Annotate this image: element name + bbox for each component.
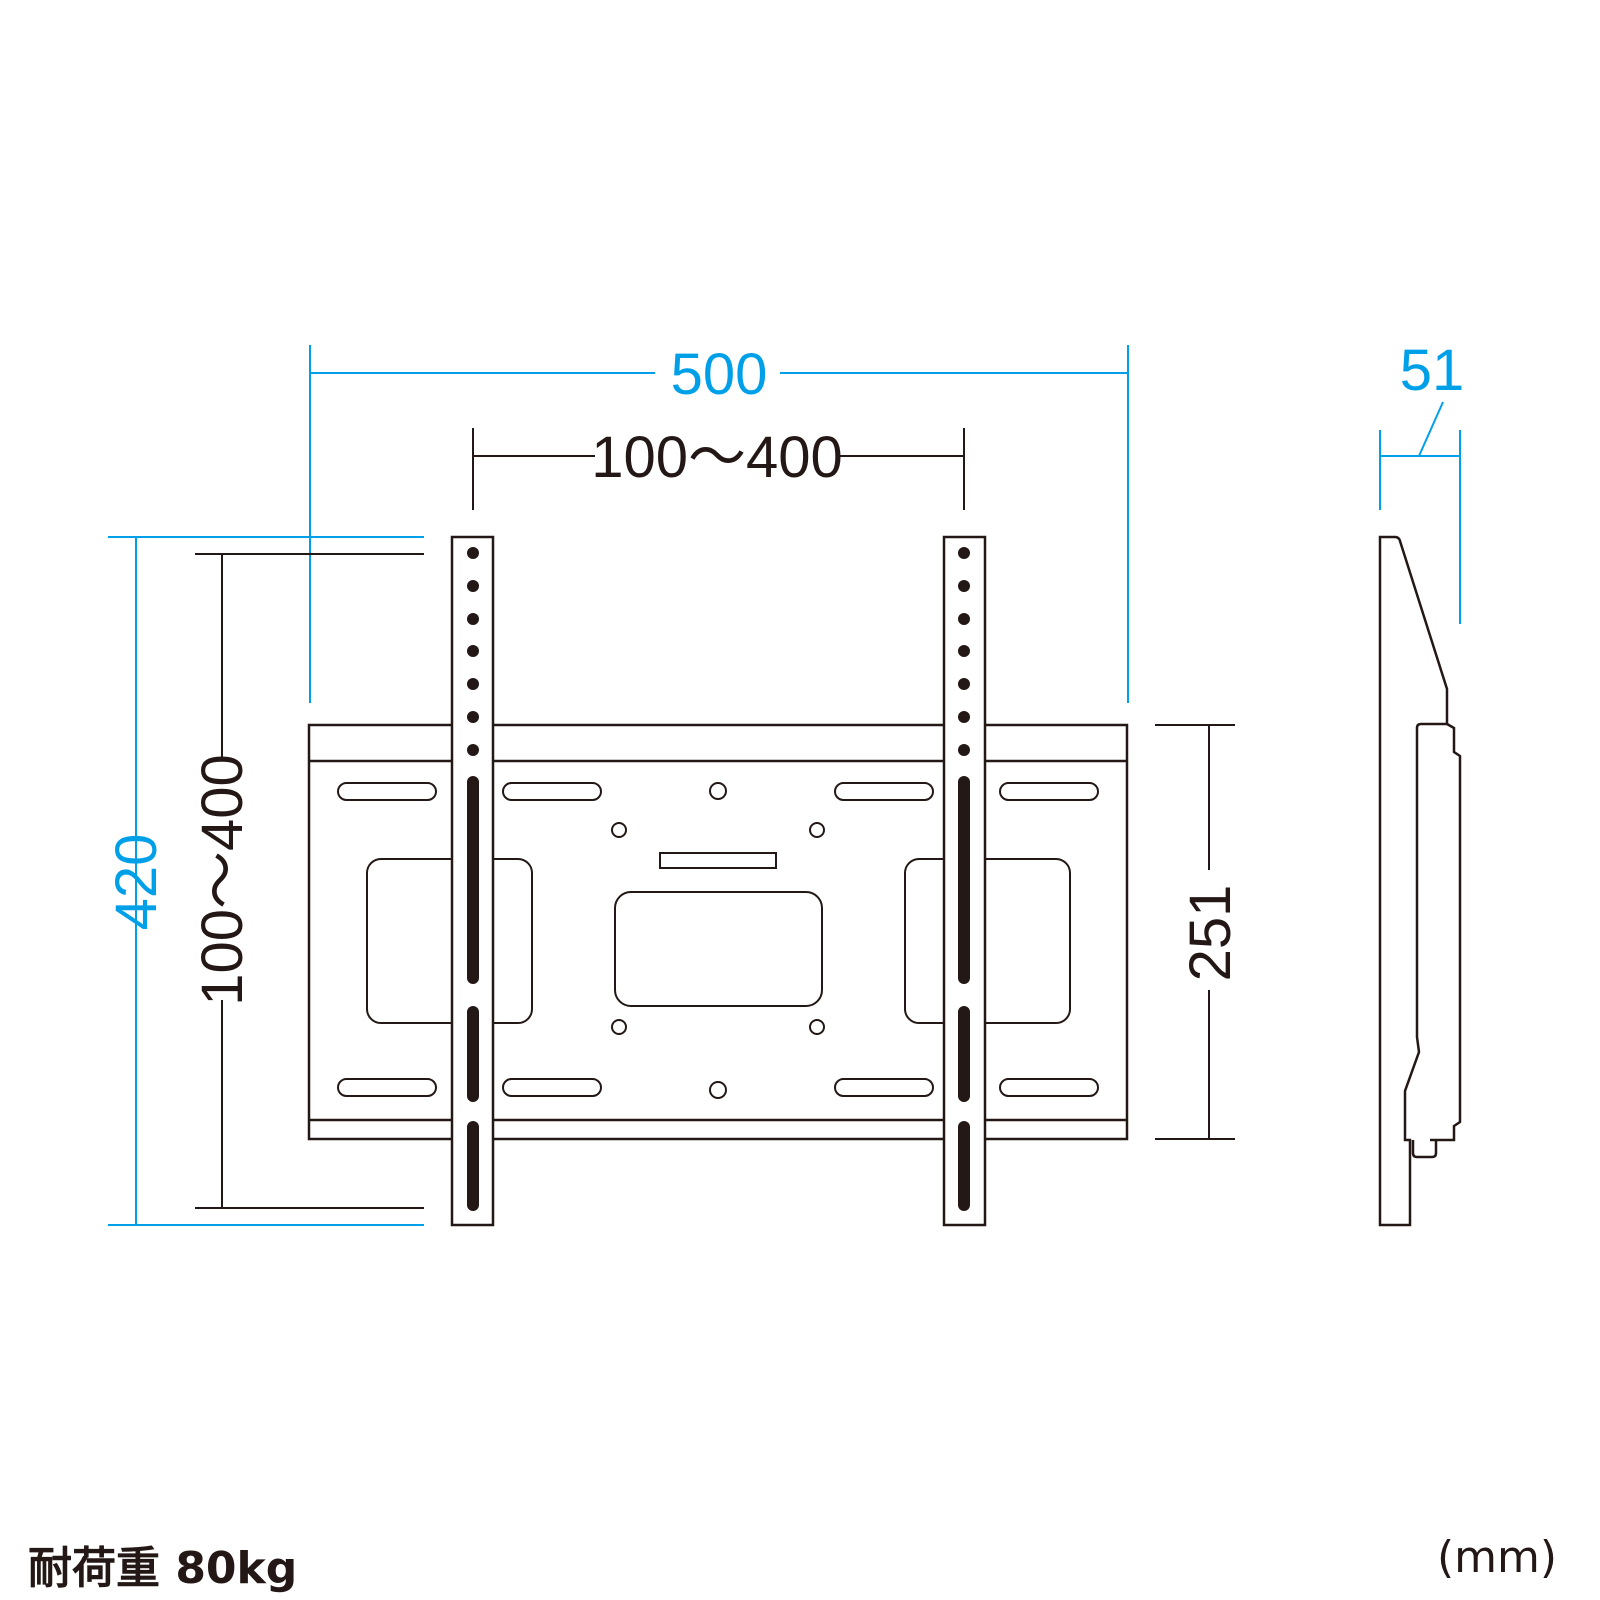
left-bracket-arm bbox=[450, 535, 495, 1227]
plate-slot bbox=[999, 782, 1099, 801]
overall-height-label: 420 bbox=[104, 834, 169, 931]
overall-height-dimension: 420 bbox=[104, 536, 424, 1226]
depth-label: 51 bbox=[1400, 338, 1465, 403]
plate-hole bbox=[709, 1081, 727, 1099]
plate-height-dimension: 251 bbox=[1155, 724, 1243, 1140]
center-cutout bbox=[614, 891, 823, 1007]
center-bar bbox=[659, 852, 777, 869]
vesa-horizontal-label: 100～400 bbox=[591, 425, 843, 490]
plate-slot bbox=[337, 782, 437, 801]
left-cutout bbox=[366, 858, 533, 1024]
plate-hole bbox=[611, 822, 627, 838]
load-capacity-label: 耐荷重 80kg bbox=[28, 1543, 298, 1594]
vesa-horizontal-dimension: 100～400 bbox=[472, 425, 965, 510]
unit-label: (mm) bbox=[1437, 1532, 1558, 1583]
plate-slot bbox=[502, 1078, 602, 1097]
vesa-vertical-dimension: 100～400 bbox=[190, 553, 424, 1209]
overall-width-dimension: 500 bbox=[309, 342, 1129, 703]
plate-height-label: 251 bbox=[1178, 885, 1243, 982]
plate-slot bbox=[502, 782, 602, 801]
plate-hole bbox=[709, 782, 727, 800]
plate-slot bbox=[834, 1078, 934, 1097]
plate-slot bbox=[834, 782, 934, 801]
depth-dimension: 51 bbox=[1379, 338, 1465, 624]
right-cutout bbox=[904, 858, 1071, 1024]
vesa-vertical-label: 100～400 bbox=[190, 754, 255, 1006]
wall-plate bbox=[307, 723, 1129, 1141]
right-bracket-arm bbox=[942, 535, 987, 1227]
plate-hole bbox=[611, 1019, 627, 1035]
side-view-profile bbox=[1378, 535, 1462, 1227]
plate-slot bbox=[337, 1078, 437, 1097]
plate-hole bbox=[809, 822, 825, 838]
plate-slot bbox=[999, 1078, 1099, 1097]
plate-hole bbox=[809, 1019, 825, 1035]
overall-width-label: 500 bbox=[671, 342, 768, 407]
